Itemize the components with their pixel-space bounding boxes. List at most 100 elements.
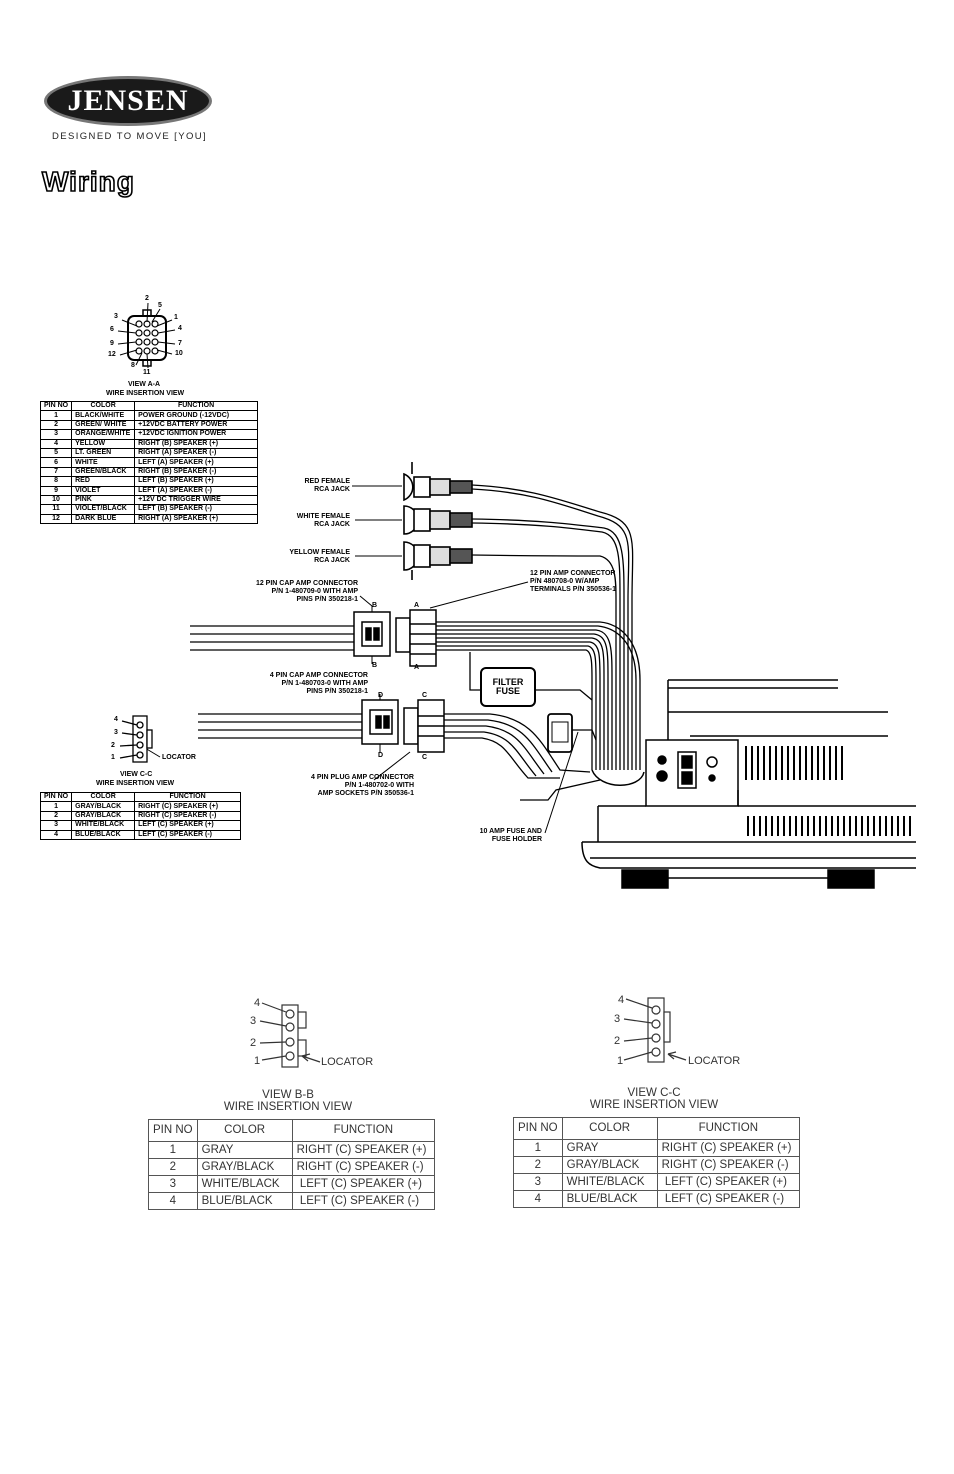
color: GREEN/ WHITE [71, 419, 136, 431]
letter-d-top: D [378, 692, 384, 699]
connector-a-drawing [117, 302, 176, 369]
function: RIGHT (C) SPEAKER (+) [291, 1141, 436, 1159]
pin-label: 8 [131, 362, 135, 369]
label-line: YELLOW FEMALE [289, 549, 350, 556]
pin: 8 [39, 476, 73, 487]
function: LEFT (A) SPEAKER (+) [134, 457, 258, 468]
pin-label: 3 [114, 729, 118, 736]
color: WHITE/BLACK [71, 820, 136, 831]
label-line: P/N 1-480709-0 WITH AMP [271, 588, 359, 595]
pin: 10 [39, 494, 73, 506]
function: LEFT (B) SPEAKER (+) [134, 476, 258, 487]
view-bb-subcaption: WIRE INSERTION VIEW [223, 1101, 353, 1113]
color: RED [71, 476, 136, 487]
function: RIGHT (C) SPEAKER (-) [134, 810, 241, 822]
label-line: 12 PIN AMP CONNECTOR [530, 570, 616, 577]
view-cc-drawing [623, 997, 687, 1063]
main-harness [436, 621, 641, 770]
color: VIOLET/BLACK [71, 504, 136, 515]
pin: 1 [513, 1139, 563, 1157]
pin-label: 7 [178, 340, 182, 347]
color: GREEN/BLACK [71, 466, 136, 478]
amp12-label: 12 PIN AMP CONNECTOR P/N 480708-0 W/AMP … [530, 570, 616, 594]
filter-fuse-box [469, 652, 593, 707]
col-pin-no: PIN NO [148, 1119, 198, 1142]
logo-wordmark: JENSEN [67, 84, 189, 117]
label-line: WHITE FEMALE [296, 513, 350, 520]
pin: 3 [39, 820, 73, 831]
view-a-caption: VIEW A-A [128, 381, 161, 388]
pin-label: 3 [114, 313, 118, 320]
pin-label: 11 [143, 369, 151, 376]
col-function: FUNCTION [134, 400, 258, 412]
letter-b-bottom: B [372, 662, 378, 669]
function: +12VDC IGNITION POWER [134, 429, 258, 440]
view-bb-caption: VIEW B-B [262, 1089, 314, 1101]
pin-label: 1 [254, 1055, 261, 1067]
col-function: FUNCTION [656, 1117, 801, 1140]
pin: 2 [513, 1156, 563, 1174]
wires-left-12 [190, 625, 354, 651]
view-cc-caption: VIEW C-C [627, 1087, 681, 1099]
fuse-holder-label: 10 AMP FUSE AND FUSE HOLDER [480, 828, 542, 844]
connector-c-small-drawing [119, 715, 153, 763]
view-bb-drawing [259, 1002, 321, 1068]
function: RIGHT (C) SPEAKER (-) [656, 1156, 801, 1174]
view-c-subcaption: WIRE INSERTION VIEW [96, 780, 175, 787]
pin-label: 2 [250, 1037, 257, 1049]
label-line: FUSE [495, 686, 520, 696]
label-line: P/N 1-480703-0 WITH AMP [281, 680, 369, 687]
pin: 3 [148, 1175, 198, 1193]
label-line: RCA JACK [314, 486, 350, 493]
pin-label: 1 [617, 1055, 624, 1067]
locator-label: LOCATOR [688, 1055, 741, 1067]
harness-bundle-end [591, 769, 645, 786]
color: PINK [71, 494, 136, 506]
pin-label: 6 [110, 326, 114, 333]
inline-fuse-holder [547, 713, 597, 753]
col-function: FUNCTION [291, 1119, 436, 1142]
pin: 3 [513, 1173, 563, 1191]
function: LEFT (C) SPEAKER (+) [291, 1175, 436, 1193]
pin: 2 [148, 1158, 198, 1176]
col-color: COLOR [561, 1117, 658, 1140]
cap4-label: 4 PIN CAP AMP CONNECTOR P/N 1-480703-0 W… [270, 672, 368, 696]
label-line: RED FEMALE [304, 478, 351, 485]
letter-b-top: B [372, 602, 378, 609]
function: LEFT (C) SPEAKER (+) [656, 1173, 801, 1191]
color: YELLOW [71, 438, 136, 449]
function: LEFT (C) SPEAKER (-) [134, 829, 241, 840]
function: LEFT (A) SPEAKER (-) [134, 485, 258, 496]
label-line: 4 PIN CAP AMP CONNECTOR [269, 672, 368, 679]
plug4-label: 4 PIN PLUG AMP CONNECTOR P/N 1-480702-0 … [311, 774, 414, 798]
label-line: PINS P/N 350218-1 [296, 596, 358, 603]
yellow-rca-label: YELLOW FEMALE RCA JACK [289, 549, 350, 565]
white-rca-label: WHITE FEMALE RCA JACK [297, 513, 350, 529]
color: VIOLET [71, 485, 136, 496]
function: LEFT (C) SPEAKER (-) [291, 1192, 436, 1210]
col-pin-no: PIN NO [513, 1117, 563, 1140]
cap12-label: 12 PIN CAP AMP CONNECTOR P/N 1-480709-0 … [256, 580, 358, 604]
view-a-subcaption: WIRE INSERTION VIEW [106, 390, 185, 397]
letter-a-bottom: A [414, 664, 420, 671]
label-line: AMP SOCKETS P/N 350536-1 [317, 790, 414, 797]
pin: 1 [39, 801, 73, 812]
pin: 4 [39, 438, 73, 449]
label-line: 4 PIN PLUG AMP CONNECTOR [311, 774, 414, 781]
function: RIGHT (B) SPEAKER (-) [134, 466, 258, 478]
red-rca-label: RED FEMALE RCA JACK [305, 478, 351, 494]
col-color: COLOR [196, 1119, 293, 1142]
pin-label: 3 [250, 1015, 257, 1027]
label-line: P/N 480708-0 W/AMP [530, 578, 600, 585]
pin: 4 [148, 1192, 198, 1210]
pin: 2 [39, 810, 73, 822]
pin: 4 [513, 1190, 563, 1208]
